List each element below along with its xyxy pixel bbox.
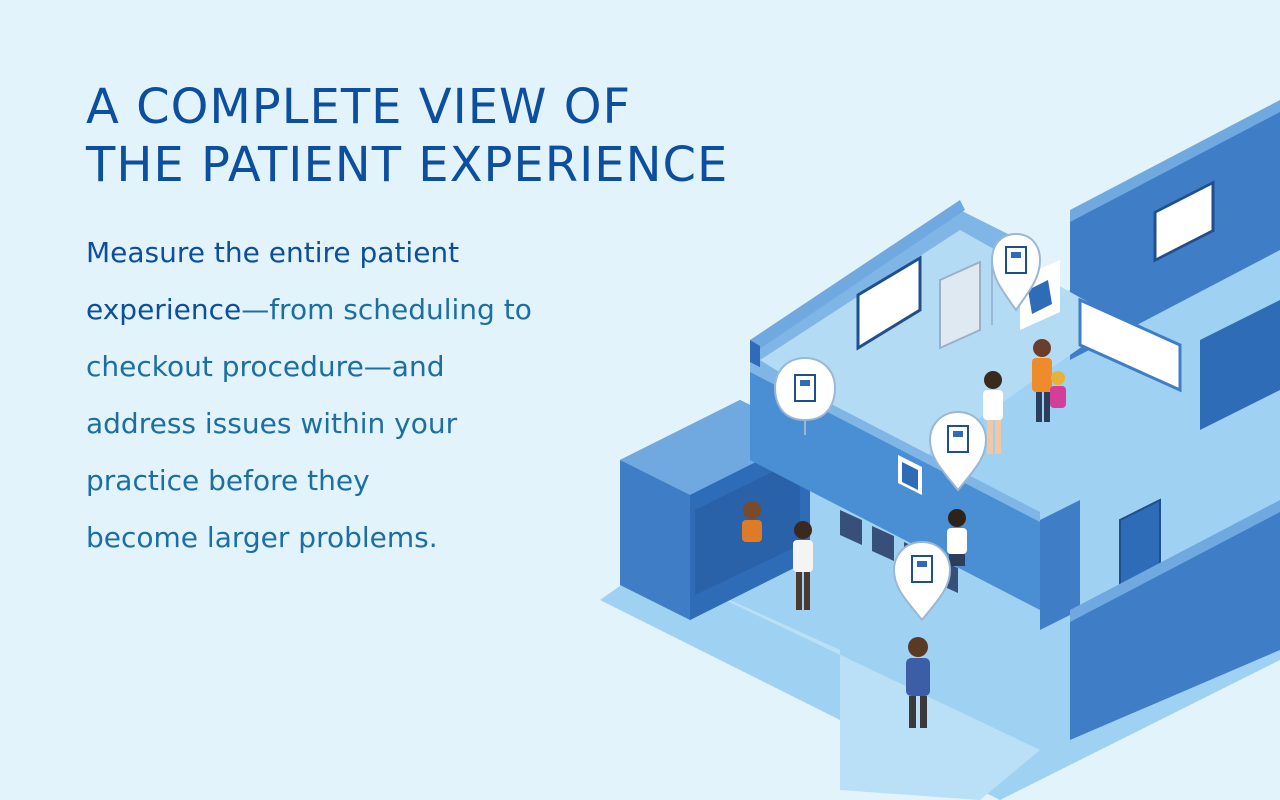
headline-line-2: THE PATIENT EXPERIENCE	[86, 137, 729, 193]
survey-pin-icon	[892, 540, 952, 622]
door-icon	[1200, 300, 1280, 430]
wall-front-right-top	[1070, 500, 1280, 622]
partition-wall	[750, 370, 1040, 610]
clinic-illustration	[600, 100, 1280, 800]
person-icon	[947, 509, 967, 566]
survey-pin-icon	[773, 356, 837, 435]
body-line-2: experience—from scheduling to	[86, 281, 646, 338]
body-line-2a: experience	[86, 293, 242, 326]
body-line-5: practice before they	[86, 464, 370, 497]
body-line-6: become larger problems.	[86, 521, 438, 554]
hero-text: A COMPLETE VIEW OF THE PATIENT EXPERIENC…	[86, 78, 729, 566]
person-icon	[983, 371, 1003, 454]
wall-front-right	[1070, 510, 1280, 740]
survey-pin-icon	[928, 410, 988, 492]
wall-segment	[1040, 500, 1080, 630]
whiteboard-icon	[856, 255, 922, 351]
room-wall-top	[750, 200, 965, 352]
survey-pin-icon	[991, 232, 1042, 325]
whiteboard-icon	[1153, 180, 1215, 263]
headline: A COMPLETE VIEW OF THE PATIENT EXPERIENC…	[86, 78, 729, 194]
body-line-1: Measure the entire patient	[86, 236, 460, 269]
person-icon	[793, 521, 813, 610]
person-icon	[1050, 371, 1066, 408]
chair-icon	[840, 510, 862, 545]
floor-highlight	[620, 550, 1040, 800]
person-icon	[906, 637, 930, 728]
brand-logo-icon	[902, 462, 918, 490]
person-icon	[742, 501, 762, 542]
window	[1078, 297, 1182, 393]
headline-line-1: A COMPLETE VIEW OF	[86, 79, 632, 135]
person-icon	[1032, 339, 1052, 422]
body-line-4: address issues within your	[86, 407, 458, 440]
cabinet	[939, 260, 981, 350]
chair-icon	[872, 526, 894, 561]
body-line-2b: —from scheduling to	[241, 293, 532, 326]
body-copy: Measure the entire patient experience—fr…	[86, 224, 646, 566]
body-line-3: checkout procedure—and	[86, 350, 445, 383]
brand-logo-icon	[1028, 280, 1052, 314]
wall-back-right-top	[1070, 100, 1280, 222]
